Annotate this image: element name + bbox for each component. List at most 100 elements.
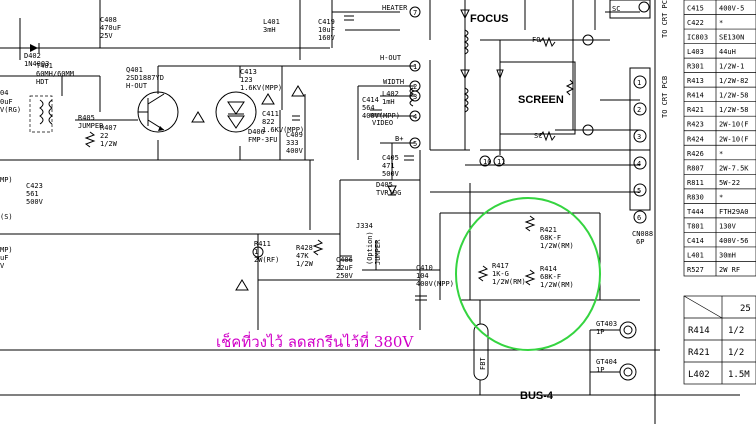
gt404-label: GT404 bbox=[596, 358, 617, 366]
d402-label: D402 bbox=[24, 52, 41, 60]
r421-label: 68K-F bbox=[540, 234, 561, 242]
d402-label: 1N4003 bbox=[24, 60, 49, 68]
connector-pin bbox=[633, 210, 647, 224]
parts-table-value: 2W-10(F bbox=[719, 135, 749, 143]
bplus-label: B+ bbox=[395, 135, 403, 143]
left-edge-label: uF bbox=[0, 254, 8, 262]
fbt-diode bbox=[460, 9, 470, 20]
parts-table-value: 400V-5 bbox=[719, 5, 744, 13]
connector-pin bbox=[633, 129, 647, 143]
left-edge-label: (S) bbox=[0, 213, 13, 221]
r428-label: R428 bbox=[296, 244, 313, 252]
hout-label: H-OUT bbox=[380, 54, 402, 62]
parts-table-value: 1/2W-82 bbox=[719, 77, 749, 85]
r421-label: R421 bbox=[540, 226, 557, 234]
c410-label: 104 bbox=[416, 272, 429, 280]
fbt-diode bbox=[496, 69, 504, 80]
t401-label: HDT bbox=[36, 78, 49, 86]
left-edge-label: V(RG) bbox=[0, 106, 21, 114]
c423-label: 561 bbox=[26, 190, 39, 198]
video-label: VIDEO bbox=[372, 119, 393, 127]
fbt-capsule bbox=[473, 323, 489, 381]
c405-label: 500V bbox=[382, 170, 400, 178]
connector-pin-number: 6 bbox=[637, 214, 641, 222]
r411-label: R411 bbox=[254, 240, 271, 248]
parts-table-value: 44uH bbox=[719, 48, 736, 56]
parts-table-value: SE130N bbox=[719, 34, 744, 42]
bus-label: BUS-4 bbox=[520, 390, 554, 402]
c406-label: 22uF bbox=[336, 264, 353, 272]
size-table-ref: R421 bbox=[688, 348, 710, 358]
gt403-label: GT403 bbox=[596, 320, 617, 328]
t401-transformer bbox=[29, 95, 53, 133]
parts-table-value: 130V bbox=[719, 222, 737, 230]
parts-table-ref: R421 bbox=[687, 106, 704, 114]
c411-label: 1.6KV(MPP) bbox=[262, 126, 304, 134]
fo-resistor bbox=[539, 36, 556, 48]
connector-pin-number: 5 bbox=[637, 187, 641, 195]
parts-table-value: 1/2W-58 bbox=[719, 92, 749, 100]
size-table-ref: R414 bbox=[688, 326, 710, 336]
parts-table-value: 400V-56 bbox=[719, 237, 749, 245]
r407-resistor bbox=[84, 131, 96, 148]
sc-resistor bbox=[539, 130, 556, 142]
parts-table-value: 2W-7.5K bbox=[719, 164, 749, 172]
parts-table-value: 2W RF bbox=[719, 266, 740, 274]
screen-label: SCREEN bbox=[518, 94, 564, 106]
connector-pin bbox=[633, 102, 647, 116]
sc-label: SC bbox=[534, 132, 542, 140]
connector-pin-number: 3 bbox=[637, 133, 641, 141]
pin-number: 4 bbox=[413, 113, 417, 121]
to-crt-pcb-label: TO CRT PCB bbox=[661, 76, 669, 118]
c410-label: C410 bbox=[416, 264, 433, 272]
d402-diode bbox=[30, 44, 38, 52]
cn088-label: CN088 bbox=[632, 230, 653, 238]
warning-triangle-icon bbox=[261, 93, 275, 105]
parts-table-value: 1/2W-1 bbox=[719, 63, 744, 71]
pin-number: 2 bbox=[413, 83, 417, 91]
parts-table-value: * bbox=[719, 193, 723, 201]
pin-number: 7 bbox=[413, 9, 417, 17]
fbt-diode bbox=[460, 69, 470, 80]
t401-label: 60MH/60MM bbox=[36, 70, 74, 78]
c411-label: C411 bbox=[262, 110, 279, 118]
option-jumper-label: (Option) bbox=[366, 231, 374, 265]
r414-label: 68K-F bbox=[540, 273, 561, 281]
screen-resistor bbox=[565, 79, 575, 96]
c406-label: C406 bbox=[336, 256, 353, 264]
d406-damper-diode bbox=[215, 91, 257, 133]
parts-table-ref: R426 bbox=[687, 150, 704, 158]
width-label: WIDTH bbox=[383, 78, 404, 86]
r417-resistor bbox=[477, 265, 489, 282]
r428-resistor bbox=[312, 239, 324, 256]
focus-label: FOCUS bbox=[470, 13, 509, 25]
parts-table-ref: R811 bbox=[687, 179, 704, 187]
parts-table-ref: R414 bbox=[687, 92, 704, 100]
d405-diode bbox=[387, 185, 397, 196]
r428-label: 47K bbox=[296, 252, 309, 260]
gt404-label: 1P bbox=[596, 366, 604, 374]
fbt-secondary-coil bbox=[463, 87, 469, 113]
r405-label: JUMPER bbox=[78, 122, 104, 130]
c405-label: 471 bbox=[382, 162, 395, 170]
wiring bbox=[0, 0, 740, 424]
r411-fusible-resistor bbox=[252, 246, 264, 258]
j334-label: J334 bbox=[356, 222, 373, 230]
c405-label: C405 bbox=[382, 154, 399, 162]
c409-label: C409 bbox=[286, 131, 303, 139]
c419-label: 10uF bbox=[318, 26, 335, 34]
parts-table-value: 1/2W-58 bbox=[719, 106, 749, 114]
size-table-value: 1.5M bbox=[728, 370, 750, 380]
parts-table-ref: IC803 bbox=[687, 34, 708, 42]
left-edge-label: MP) bbox=[0, 176, 13, 184]
left-edge-label: MP) bbox=[0, 246, 13, 254]
pin-number: 1 bbox=[413, 63, 417, 71]
l402-label: L402 bbox=[382, 90, 399, 98]
r405-label: R405 bbox=[78, 114, 95, 122]
c414-label: 400V(MPP) bbox=[362, 112, 400, 120]
pin-number: 11 bbox=[497, 158, 505, 166]
